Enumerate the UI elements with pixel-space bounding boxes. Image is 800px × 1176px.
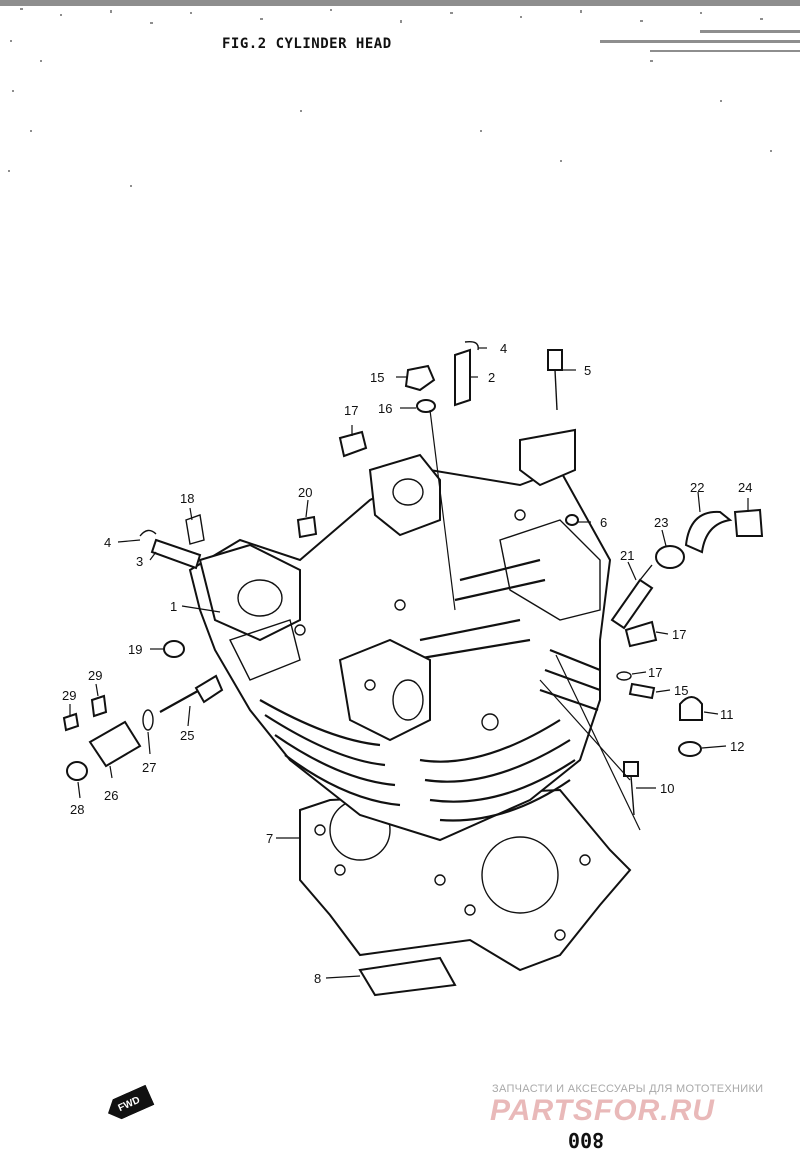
callout-12: 12 <box>730 739 744 754</box>
small-parts-drawings <box>62 340 764 816</box>
callout-28: 29 <box>88 668 102 683</box>
watermark-logo: PARTSFOR.RU <box>490 1094 715 1127</box>
callout-1: 1 <box>170 599 177 614</box>
head-gasket-drawing <box>299 788 632 972</box>
callout-14: 16 <box>378 401 392 416</box>
callout-19: 20 <box>298 485 312 500</box>
callout-3: 3 <box>136 554 143 569</box>
dowel-pin-drawing <box>358 956 457 997</box>
callout-16: 17 <box>648 665 662 680</box>
callout-26: 27 <box>142 760 156 775</box>
callout-25: 26 <box>104 788 118 803</box>
callout-17-right-label: 17 <box>672 627 686 642</box>
figure-title: FIG.2 CYLINDER HEAD <box>222 36 392 52</box>
callout-6: 6 <box>600 515 607 530</box>
callout-22: 23 <box>654 515 668 530</box>
watermark-tagline: ЗАПЧАСТИ И АКСЕССУАРЫ ДЛЯ МОТОТЕХНИКИ <box>492 1083 764 1095</box>
callout-27: 28 <box>70 802 84 817</box>
callout-7: 7 <box>266 831 273 846</box>
callout-10: 10 <box>660 781 674 796</box>
callout-11: 11 <box>720 707 734 722</box>
callout-24: 25 <box>180 728 194 743</box>
callout-15-final: 15 <box>674 683 688 698</box>
callout-21: 22 <box>690 480 704 495</box>
callout-13: 15 <box>370 370 384 385</box>
page-number: 800 <box>568 1128 605 1152</box>
callout-18: 19 <box>128 642 142 657</box>
callout-29-final: 29 <box>62 688 76 703</box>
cylinder-head-body-drawing <box>188 428 612 842</box>
callout-17-top: 17 <box>344 403 358 418</box>
leader-lines <box>69 347 749 979</box>
callout-20: 21 <box>620 548 634 563</box>
callout-4-top: 4 <box>500 341 507 356</box>
callout-labels: 4 2 15 16 5 17 6 20 18 4 3 1 19 22 24 23… <box>70 341 752 986</box>
callout-2: 2 <box>488 370 495 385</box>
scan-noise-band <box>0 0 800 187</box>
callout-8: 8 <box>314 971 321 986</box>
callout-17-left: 18 <box>180 491 194 506</box>
callout-23: 24 <box>738 480 752 495</box>
callout-5: 5 <box>584 363 591 378</box>
callout-4-left: 4 <box>104 535 111 550</box>
